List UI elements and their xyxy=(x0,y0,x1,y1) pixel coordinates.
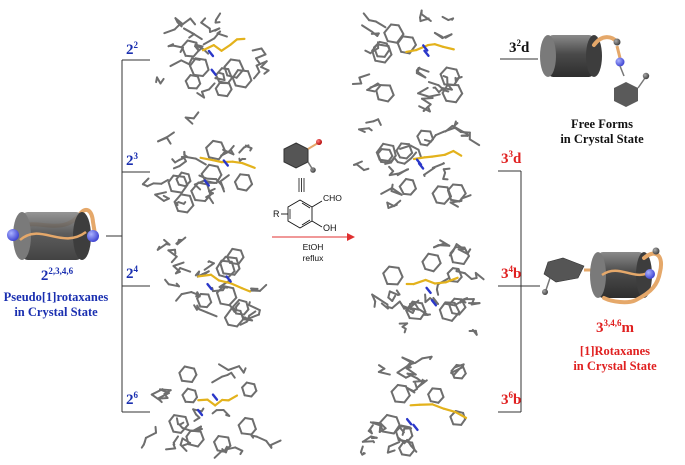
nitrogen-ball xyxy=(615,57,625,67)
crystal-structure-2-4 xyxy=(156,236,268,328)
free-form-compound-label: 32d xyxy=(509,38,530,56)
crystal-structure-2-6 xyxy=(140,363,282,459)
product-label-3-4b: 34b xyxy=(501,264,522,282)
crystal-structure-3-2d xyxy=(351,9,464,113)
aldehyde-red-ball xyxy=(316,139,322,145)
product-label-3-3d: 33d xyxy=(501,149,522,167)
compound-label-2-2: 22 xyxy=(126,40,138,58)
amine-nitrogen-ball xyxy=(7,229,19,241)
salicylaldehyde-ring xyxy=(287,199,313,229)
pseudorotaxane-caption: Pseudo[1]rotaxanes in Crystal State xyxy=(3,290,109,319)
crystal-structures-column-right xyxy=(351,9,485,457)
rotaxane-caption: [1]Rotaxanes in Crystal State xyxy=(573,344,657,373)
amine-nitrogen-ball-2 xyxy=(87,230,99,242)
stopper-ring-cartoon xyxy=(543,257,585,283)
aryl-ring-cartoon xyxy=(614,82,638,107)
product-label-3-6b: 36b xyxy=(501,390,522,408)
solvent-label: EtOH xyxy=(303,242,324,252)
left-bracket xyxy=(106,59,150,413)
crystal-structures-column-left xyxy=(140,12,282,459)
compound-label-2-6: 26 xyxy=(126,390,138,408)
r-group-label: R xyxy=(273,209,280,219)
crystal-structure-3-6b xyxy=(359,355,468,457)
hydroxy-label: OH xyxy=(323,223,337,233)
benzene-ring-cartoon xyxy=(283,142,309,169)
rotaxane-bracket xyxy=(498,170,540,413)
conditions-label: reflux xyxy=(303,253,325,263)
compound-label-2-4: 24 xyxy=(126,264,138,282)
crystal-structure-3-3d xyxy=(352,118,481,209)
crystal-structure-2-2 xyxy=(155,12,270,99)
nitrogen-ball xyxy=(645,269,655,279)
aldehyde-label: CHO xyxy=(323,193,342,203)
reagent-box xyxy=(281,139,323,229)
crystal-structure-2-3 xyxy=(141,111,256,214)
free-form-caption: Free Forms in Crystal State xyxy=(560,117,644,146)
rotaxane-compound-label: 33,4,6m xyxy=(596,318,634,336)
compound-label-2-3: 23 xyxy=(126,151,138,169)
pseudorotaxane-cartoon xyxy=(7,207,99,260)
rotaxane-cartoon xyxy=(542,247,663,305)
crystal-structure-3-4b xyxy=(371,239,485,336)
pseudorotaxane-compound-label: 22,3,4,6 xyxy=(40,266,74,284)
free-form-cartoon xyxy=(540,35,650,107)
